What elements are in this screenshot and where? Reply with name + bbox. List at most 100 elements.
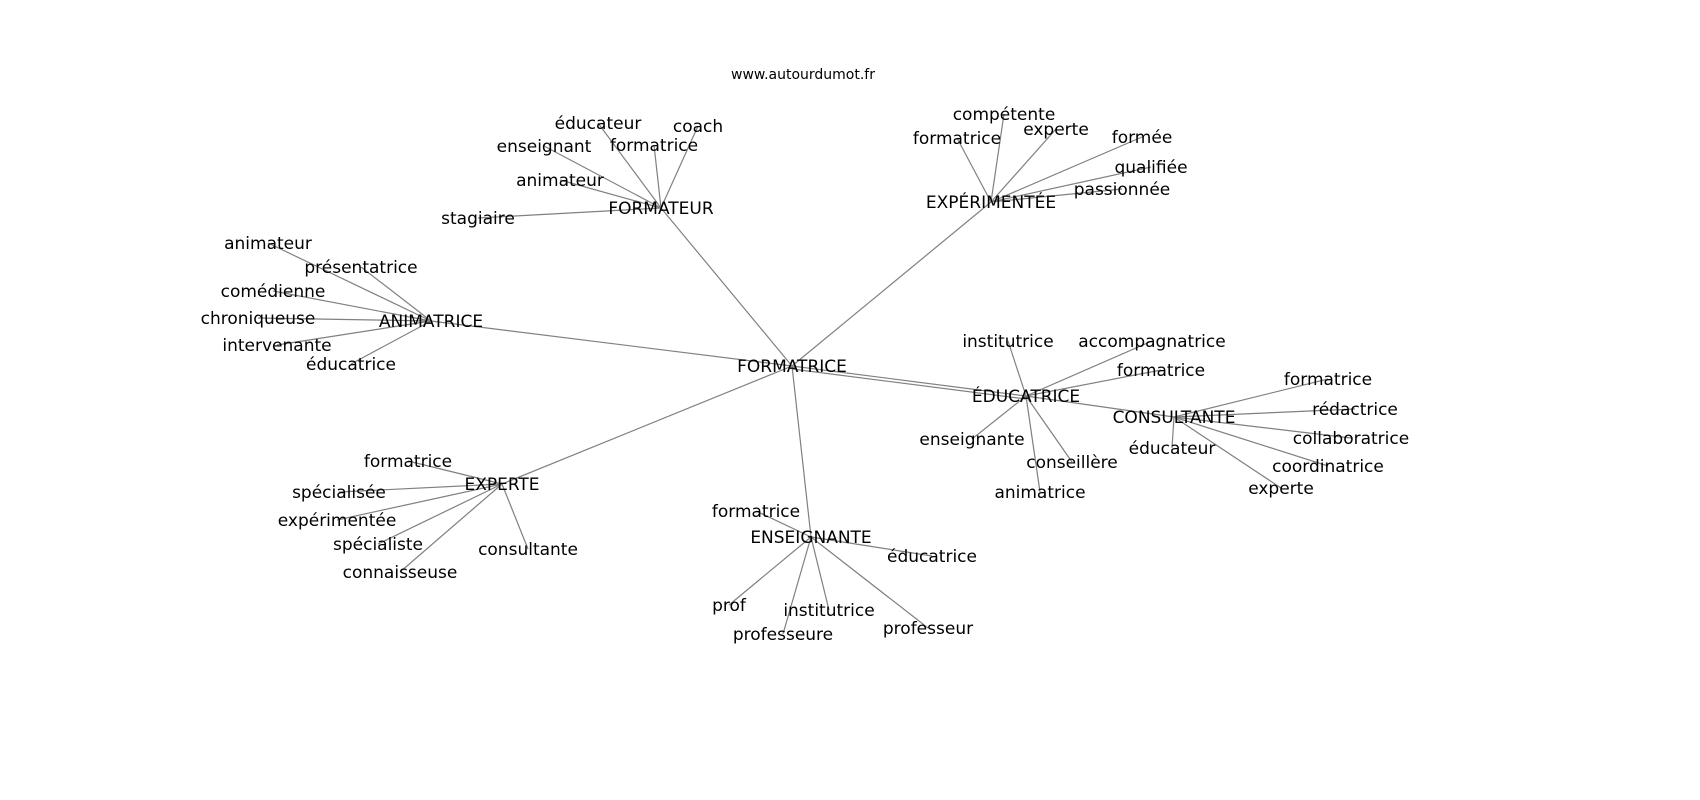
edge-leaf	[956, 137, 992, 203]
edge-leaf	[1025, 395, 1073, 463]
node-leaf: animatrice	[994, 483, 1085, 503]
node-leaf: spécialiste	[333, 535, 423, 555]
edge-leaf	[782, 536, 812, 635]
node-leaf: passionnée	[1074, 180, 1171, 200]
edge-leaf	[276, 320, 432, 346]
edge-leaf	[728, 536, 812, 606]
node-hub: ÉDUCATRICE	[972, 385, 1080, 407]
edge-leaf	[1025, 369, 1162, 397]
edge-leaf	[990, 136, 1143, 203]
node-center: FORMATRICE	[737, 357, 847, 377]
node-leaf: formatrice	[1284, 370, 1372, 390]
edges	[257, 113, 1356, 635]
edge-leaf	[810, 536, 830, 611]
edge-hub	[791, 365, 812, 538]
source-title: www.autourdumot.fr	[731, 67, 875, 83]
edge-leaf	[990, 128, 1057, 203]
edge-leaf	[338, 483, 503, 493]
node-leaf: éducateur	[1129, 439, 1216, 459]
edge-hub	[501, 365, 793, 485]
edge-leaf	[267, 242, 432, 322]
edge-leaf	[272, 290, 432, 322]
node-leaf: intervenante	[222, 336, 331, 356]
node-leaf: enseignant	[497, 137, 592, 157]
node-leaf: accompagnatrice	[1078, 332, 1225, 352]
node-leaf: enseignante	[919, 430, 1024, 450]
node-leaf: formatrice	[712, 502, 800, 522]
node-leaf: formée	[1112, 128, 1173, 148]
node-leaf: spécialisée	[292, 483, 386, 503]
edge-leaf	[990, 166, 1152, 203]
node-leaf: formatrice	[913, 129, 1001, 149]
node-hub: ENSEIGNANTE	[750, 528, 871, 548]
node-leaf: coach	[673, 117, 723, 137]
node-leaf: éducateur	[555, 114, 642, 134]
node-leaf: connaisseuse	[343, 563, 458, 583]
node-leaf: éducatrice	[306, 355, 396, 375]
edge-leaf	[1171, 416, 1175, 449]
node-leaf: consultante	[478, 540, 578, 560]
node-leaf: qualifiée	[1114, 158, 1187, 178]
edge-hub	[1025, 395, 1175, 418]
edge-hub	[660, 207, 793, 367]
edge-leaf	[660, 125, 699, 209]
edge-leaf	[755, 510, 812, 538]
node-hub: EXPÉRIMENTÉE	[926, 191, 1056, 213]
edge-leaf	[477, 207, 662, 219]
edge-leaf	[971, 395, 1027, 440]
node-leaf: rédactrice	[1312, 400, 1398, 420]
node-leaf: animateur	[224, 234, 312, 254]
node-leaf: expérimentée	[278, 511, 397, 531]
node-hub: CONSULTANTE	[1113, 408, 1236, 428]
node-leaf: compétente	[953, 105, 1056, 125]
edge-leaf	[350, 320, 432, 365]
edge-leaf	[990, 113, 1005, 203]
node-leaf: collaboratrice	[1293, 429, 1409, 449]
edge-leaf	[1173, 416, 1282, 489]
node-leaf: experte	[1023, 120, 1089, 140]
node-leaf: prof	[712, 596, 747, 616]
edge-leaf	[1173, 416, 1329, 467]
edge-leaf	[399, 483, 503, 573]
edge-leaf	[257, 317, 432, 322]
edge-leaf	[377, 483, 503, 545]
node-leaf: institutrice	[783, 601, 874, 621]
edge-leaf	[1007, 340, 1027, 397]
node-leaf: stagiaire	[441, 209, 515, 229]
edge-leaf	[559, 179, 662, 209]
node-leaf: coordinatrice	[1272, 457, 1384, 477]
edge-hub	[791, 201, 992, 367]
node-leaf: experte	[1248, 479, 1314, 499]
edge-leaf	[407, 460, 503, 485]
node-hub: ANIMATRICE	[379, 312, 483, 332]
edge-leaf	[810, 536, 929, 629]
node-leaf: conseillère	[1026, 453, 1118, 473]
node-leaf: formatrice	[610, 136, 698, 156]
edge-leaf	[501, 483, 529, 550]
node-leaf: présentatrice	[304, 258, 417, 278]
node-hub: FORMATEUR	[608, 199, 714, 219]
edge-hub	[430, 320, 793, 367]
node-leaf: formatrice	[1117, 361, 1205, 381]
edge-leaf	[1173, 408, 1356, 418]
node-leaf: animateur	[516, 171, 604, 191]
edge-leaf	[810, 536, 933, 557]
node-hub: EXPERTE	[464, 475, 539, 495]
edge-leaf	[360, 266, 432, 322]
edge-leaf	[1173, 378, 1329, 418]
node-leaf: comédienne	[221, 282, 326, 302]
node-leaf: institutrice	[962, 332, 1053, 352]
edge-leaf	[1173, 416, 1352, 439]
edge-leaf	[1025, 340, 1153, 397]
node-leaf: chroniqueuse	[201, 309, 316, 329]
edge-leaf	[653, 144, 662, 209]
edge-hub	[791, 368, 1027, 400]
node-leaf: formatrice	[364, 452, 452, 472]
node-leaf: éducatrice	[887, 547, 977, 567]
node-leaf: professeur	[883, 619, 973, 639]
edge-leaf	[336, 483, 503, 521]
edge-leaf	[1025, 395, 1041, 493]
edge-leaf	[597, 122, 662, 209]
node-labels: FORMATRICE éducateur coach enseignant format…	[201, 105, 1410, 645]
